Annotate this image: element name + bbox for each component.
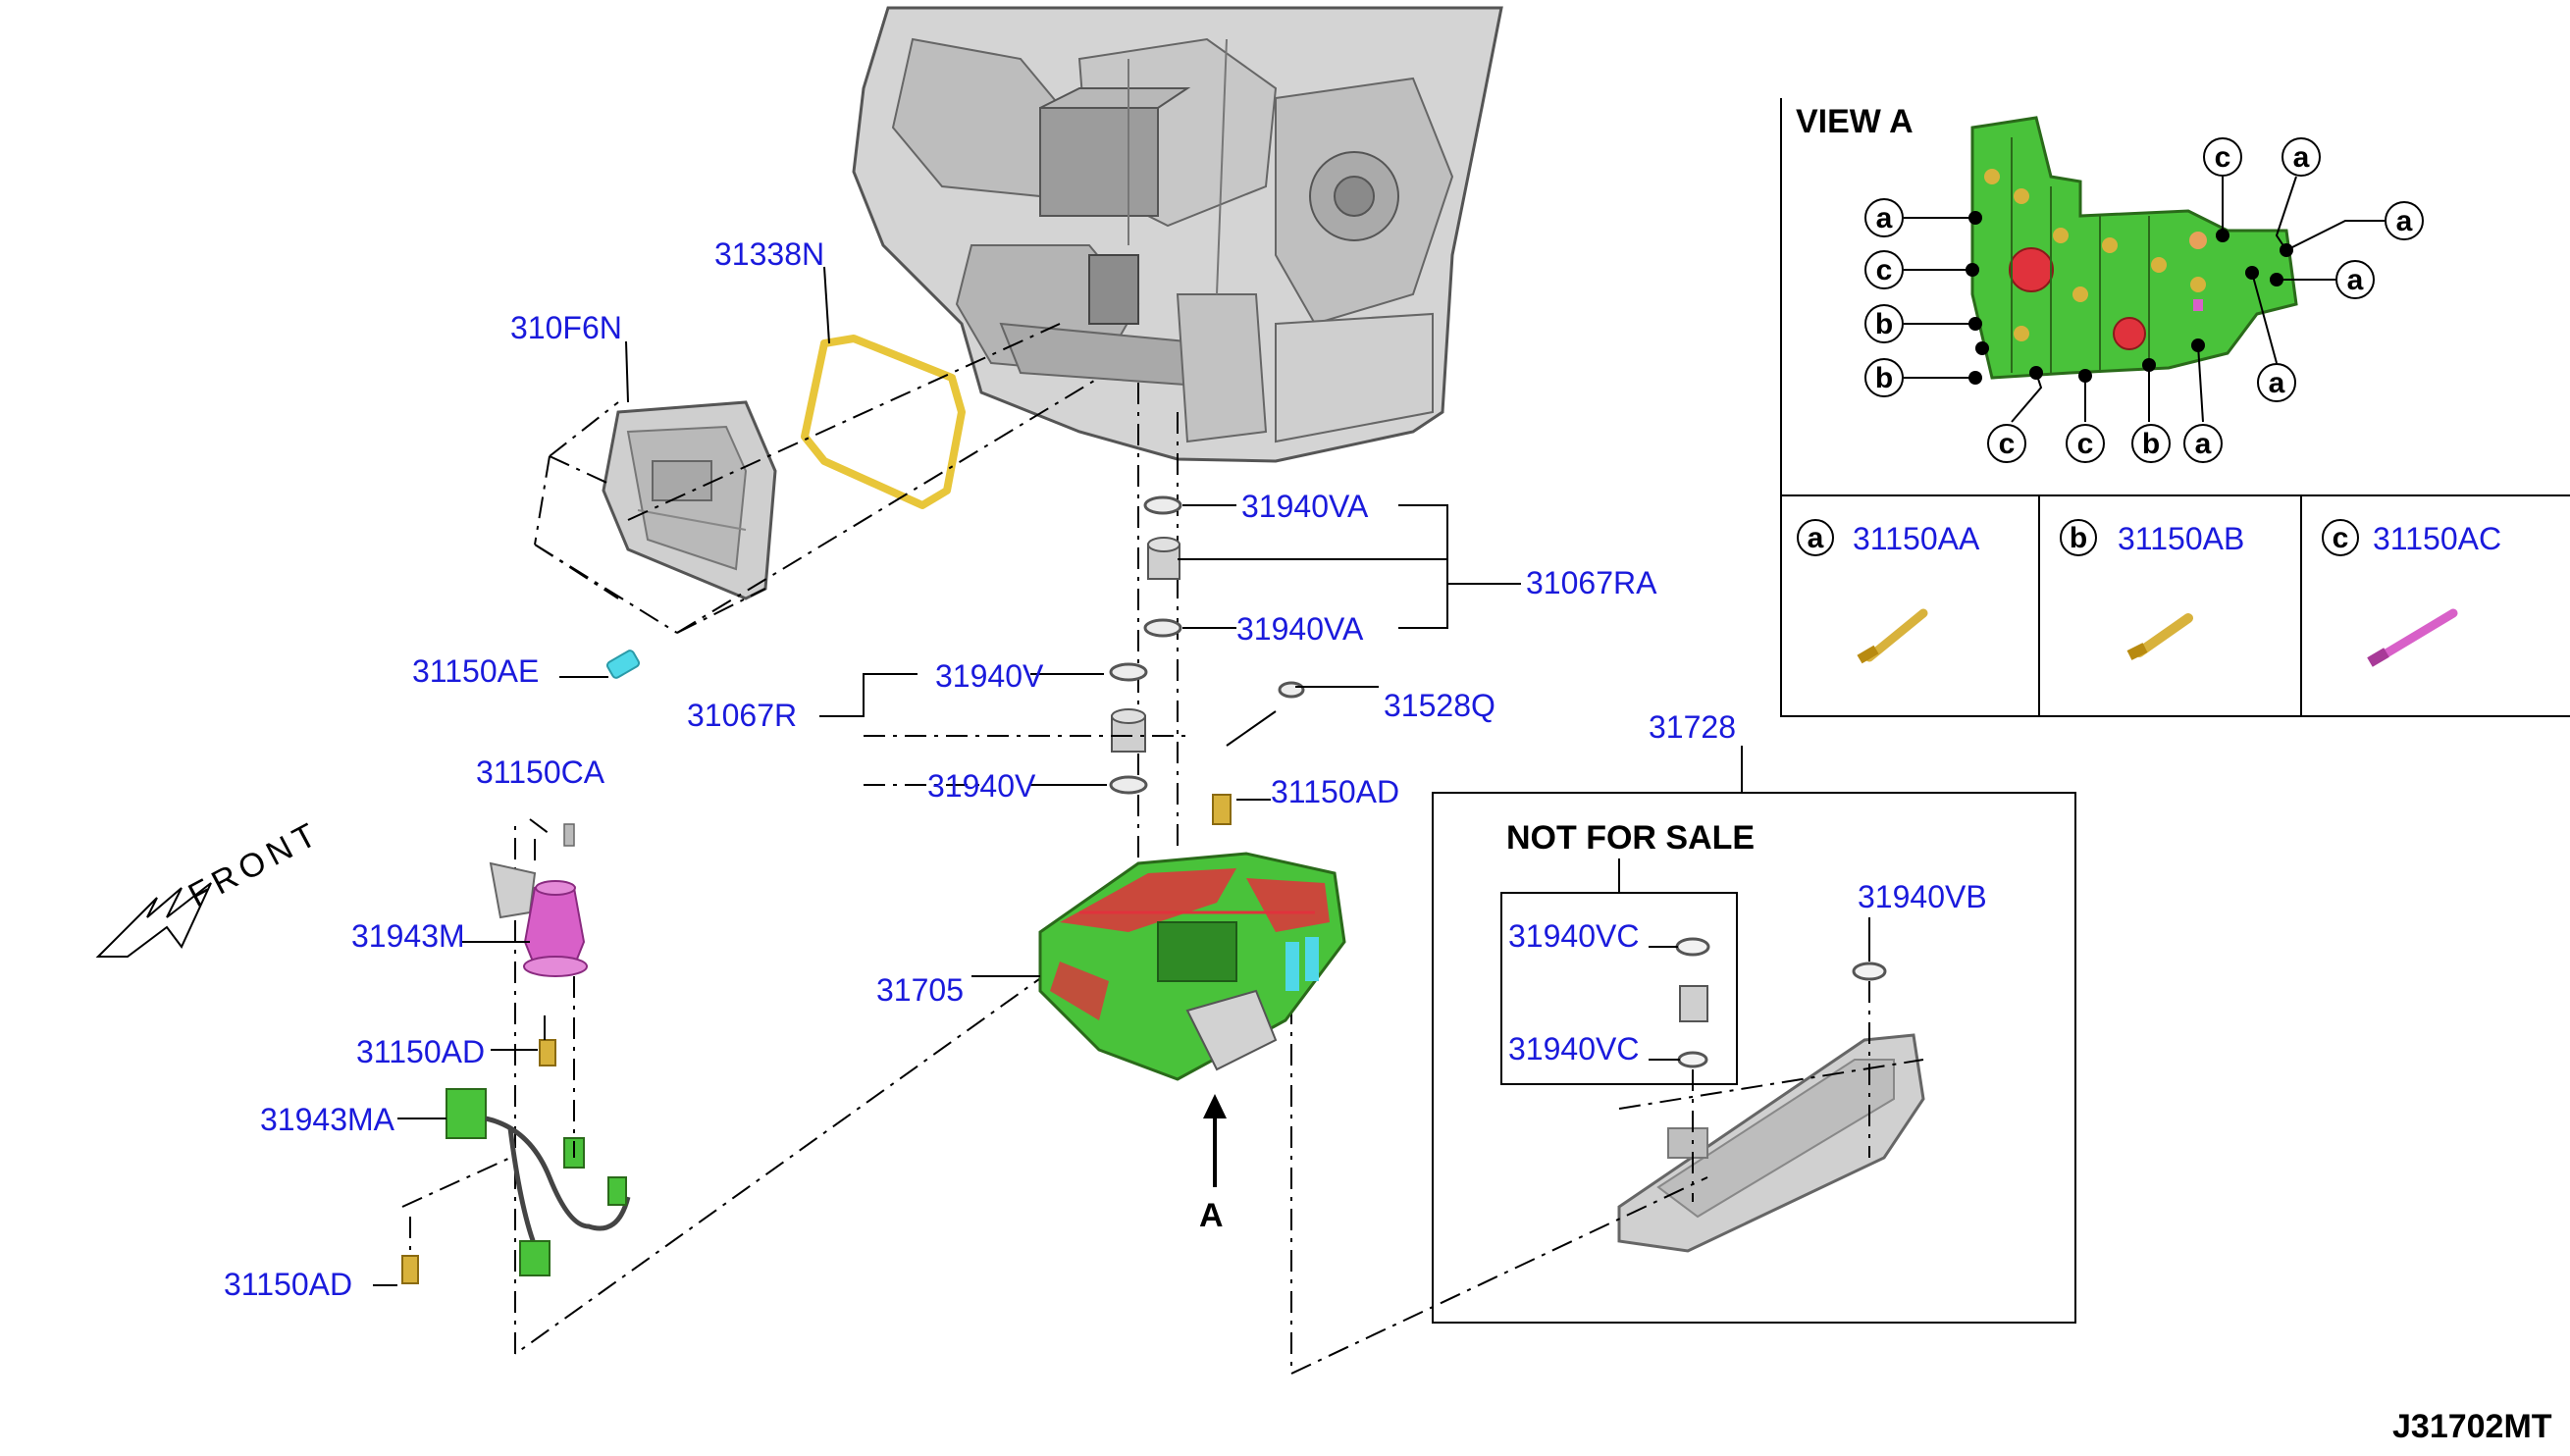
bolt-31150AD-left1 (539, 1039, 556, 1066)
label-31338N: 31338N (714, 236, 824, 272)
label-310F6N: 310F6N (510, 310, 622, 345)
bolt-31150AD-mid (1212, 794, 1232, 825)
valve-body-assembly (1038, 852, 1346, 1081)
legend-a: a 31150AA (1797, 519, 1980, 664)
label-31943MA: 31943MA (260, 1102, 395, 1137)
view-a-frame (1780, 98, 2570, 717)
view-a-valve-body (1970, 116, 2298, 380)
callout-text: a (2269, 367, 2285, 399)
label-31150AD-left1: 31150AD (356, 1034, 485, 1069)
view-a-callouts: a c b b c a a a a c c b a (1864, 137, 2424, 463)
label-31728: 31728 (1649, 709, 1736, 745)
callout-text: c (2077, 428, 2094, 460)
transmission-case (852, 6, 1503, 463)
legend-part: 31150AC (2373, 521, 2501, 556)
callout-text: a (2195, 428, 2212, 460)
callout-text: c (1999, 428, 2016, 460)
legend-part: 31150AA (1853, 521, 1980, 556)
oil-pan-gasket (801, 335, 966, 509)
solenoid-31943M (489, 823, 588, 977)
label-31940VC-bottom: 31940VC (1508, 1031, 1639, 1066)
label-31150AD-mid: 31150AD (1271, 774, 1399, 809)
view-a-arrow (1203, 1094, 1227, 1187)
filter-31940VC (1679, 985, 1708, 1022)
label-31940V-top: 31940V (935, 658, 1044, 694)
label-31150AE: 31150AE (412, 653, 539, 689)
cyan-bolt (605, 650, 641, 679)
view-a-callout-leaders (1904, 176, 2385, 423)
bolt-31150AD-left2 (401, 1255, 419, 1284)
label-31940V-bottom: 31940V (927, 768, 1036, 804)
callout-text: c (1876, 254, 1893, 286)
label-31150CA: 31150CA (476, 754, 605, 790)
seal-31940VC-top (1675, 937, 1710, 957)
callout-text: a (1876, 202, 1893, 234)
callout-text: a (2293, 141, 2310, 174)
label-31067R: 31067R (687, 698, 797, 733)
callout-text: b (1875, 308, 1893, 340)
label-31067RA: 31067RA (1526, 565, 1657, 600)
seal-31940VC-bottom (1677, 1051, 1708, 1068)
legend-key: c (2333, 522, 2349, 554)
legend-c: c 31150AC (2322, 519, 2501, 667)
seal-31940VB (1852, 962, 1887, 981)
legend-b: b 31150AB (2060, 519, 2244, 660)
label-31943M: 31943M (351, 918, 465, 954)
label-31940VA-bottom: 31940VA (1236, 611, 1364, 647)
front-arrow (95, 882, 212, 958)
legend-part: 31150AB (2118, 521, 2244, 556)
diagram-id: J31702MT (2392, 1408, 2552, 1445)
label-31150AD-left2: 31150AD (224, 1267, 352, 1302)
seal-31528Q (1278, 681, 1305, 699)
label-31705: 31705 (876, 972, 964, 1008)
label-31528Q: 31528Q (1384, 688, 1495, 723)
label-31940VA-top: 31940VA (1241, 489, 1369, 524)
callout-text: a (2347, 264, 2364, 296)
legend-key: b (2070, 522, 2087, 554)
seal-stack-31067R (1109, 662, 1148, 795)
strainer-box (1432, 792, 2076, 1324)
control-valve-cover (602, 400, 777, 600)
callout-text: b (1875, 362, 1893, 394)
harness-31943MA (446, 1088, 631, 1276)
strainer-31728 (1617, 1033, 1925, 1253)
legend-key: a (1808, 522, 1824, 554)
callout-text: c (2215, 141, 2231, 174)
not-for-sale-label: NOT FOR SALE (1506, 819, 1755, 857)
label-31940VB: 31940VB (1858, 879, 1987, 914)
view-a-title: VIEW A (1796, 103, 1914, 140)
seal-stack-31067RA (1143, 495, 1182, 638)
callout-text: b (2142, 428, 2160, 460)
label-31940VC-top: 31940VC (1508, 918, 1639, 954)
view-a-marker: A (1199, 1197, 1224, 1234)
front-label: FRONT (183, 813, 328, 914)
callout-text: a (2396, 205, 2413, 237)
